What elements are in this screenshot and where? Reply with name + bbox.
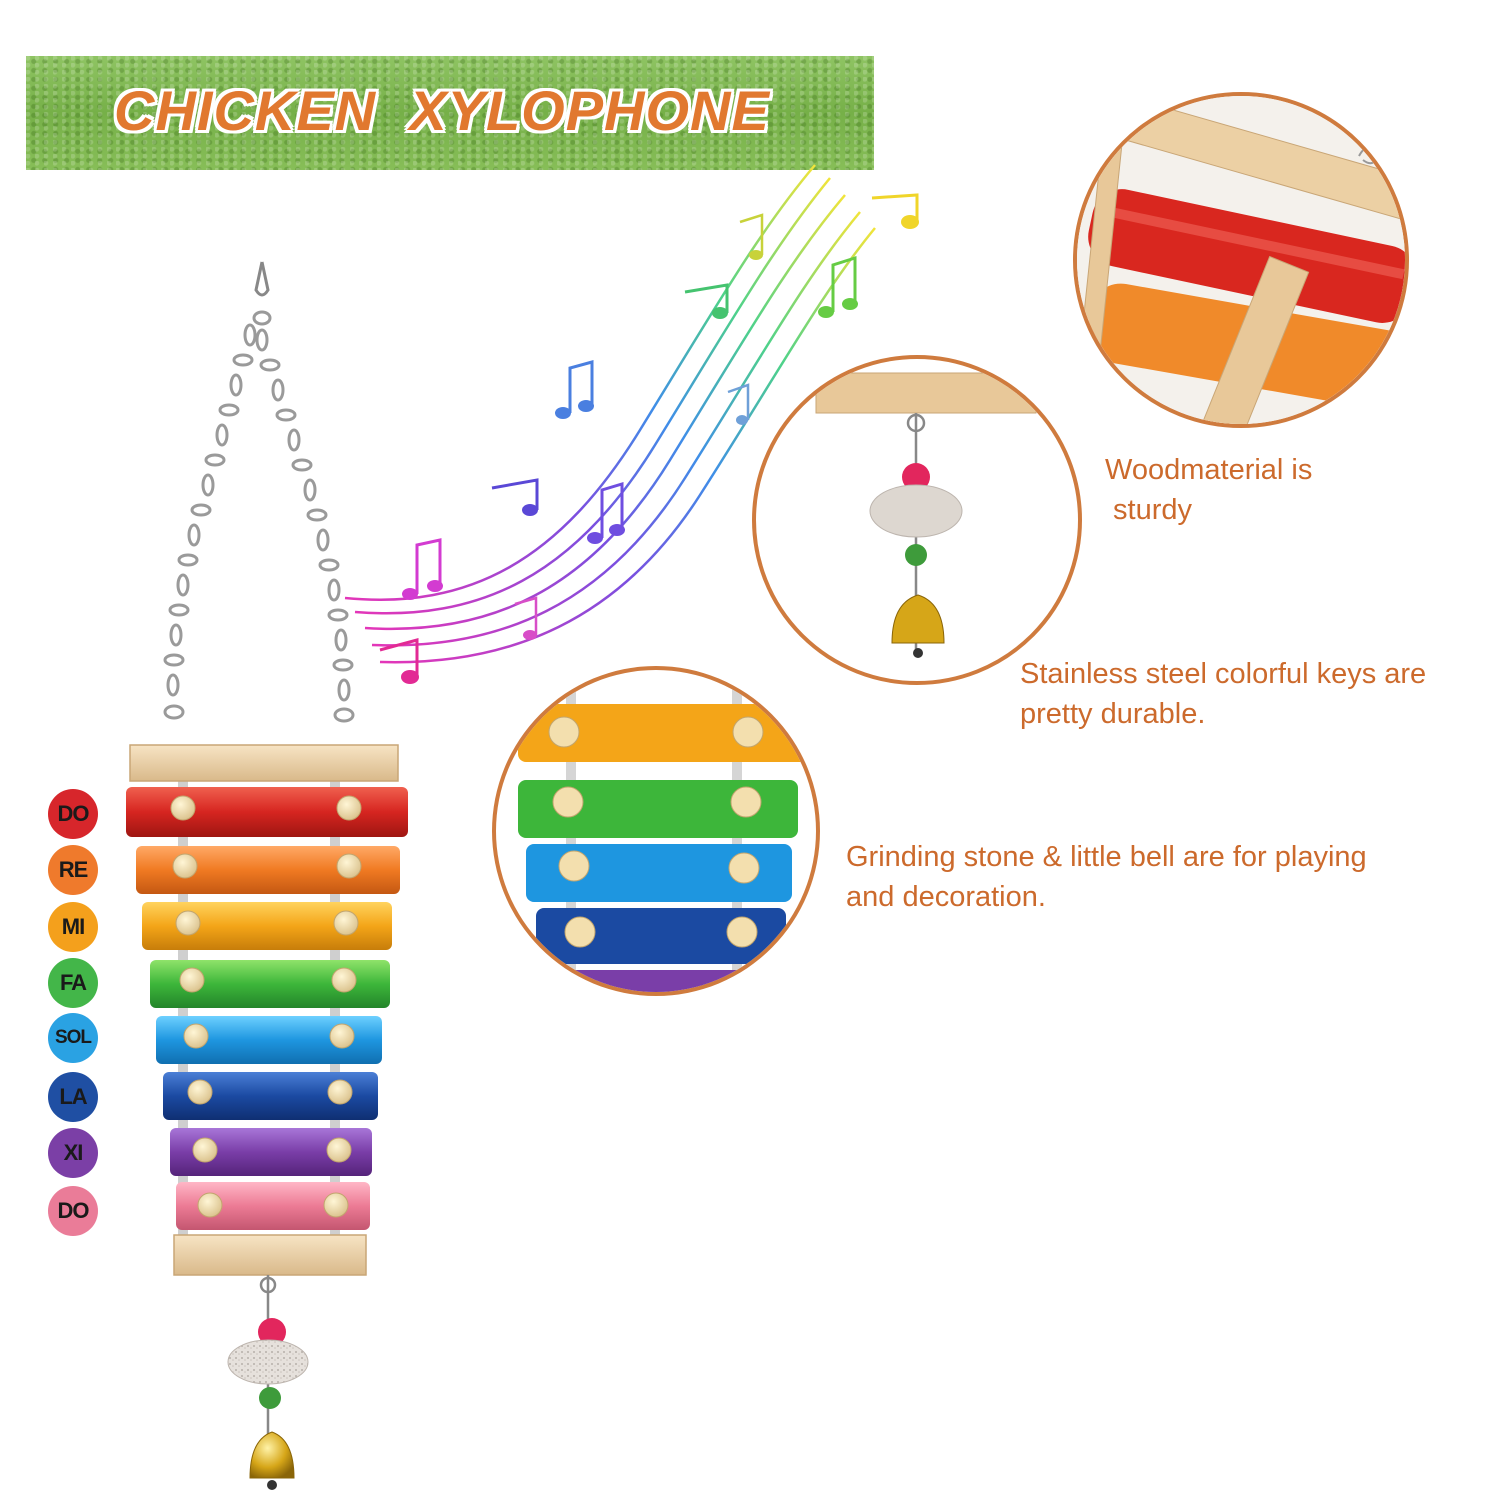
note-glyphs bbox=[379, 193, 919, 684]
key-do-high bbox=[176, 1182, 370, 1230]
key-do bbox=[126, 787, 408, 837]
key-pegs bbox=[170, 795, 362, 1218]
badge-mi: MI bbox=[48, 902, 98, 952]
key-re bbox=[136, 846, 400, 894]
key-mi bbox=[142, 902, 392, 950]
top-wood-bar bbox=[129, 744, 399, 782]
badge-xi: XI bbox=[48, 1128, 98, 1178]
xylophone-keys bbox=[126, 787, 408, 1230]
badge-sol: SOL bbox=[48, 1013, 98, 1063]
zoom-wood-frame bbox=[1073, 92, 1409, 428]
zoom-stone-bell bbox=[752, 355, 1082, 685]
key-xi bbox=[170, 1128, 372, 1176]
badge-fa: FA bbox=[48, 958, 98, 1008]
key-fa bbox=[150, 960, 390, 1008]
hanging-chain bbox=[163, 261, 355, 723]
grinding-stone-bell bbox=[227, 1275, 309, 1490]
bottom-wood-bar bbox=[173, 1234, 367, 1276]
badge-do-high: DO bbox=[48, 1186, 98, 1236]
badge-re: RE bbox=[48, 845, 98, 895]
caption-stone-bell: Grinding stone & little bell are for pla… bbox=[846, 841, 1367, 913]
key-la bbox=[163, 1072, 378, 1120]
badge-la: LA bbox=[48, 1072, 98, 1122]
zoom-color-keys bbox=[492, 666, 820, 996]
page-title: CHICKEN XYLOPHONE bbox=[114, 79, 770, 142]
caption-keys: Stainless steel colorful keys are pretty… bbox=[1020, 658, 1427, 730]
key-sol bbox=[156, 1016, 382, 1064]
caption-wood: Woodmaterial is sturdy bbox=[1105, 454, 1313, 526]
title-banner: CHICKEN XYLOPHONE bbox=[26, 56, 874, 170]
badge-do: DO bbox=[48, 789, 98, 839]
